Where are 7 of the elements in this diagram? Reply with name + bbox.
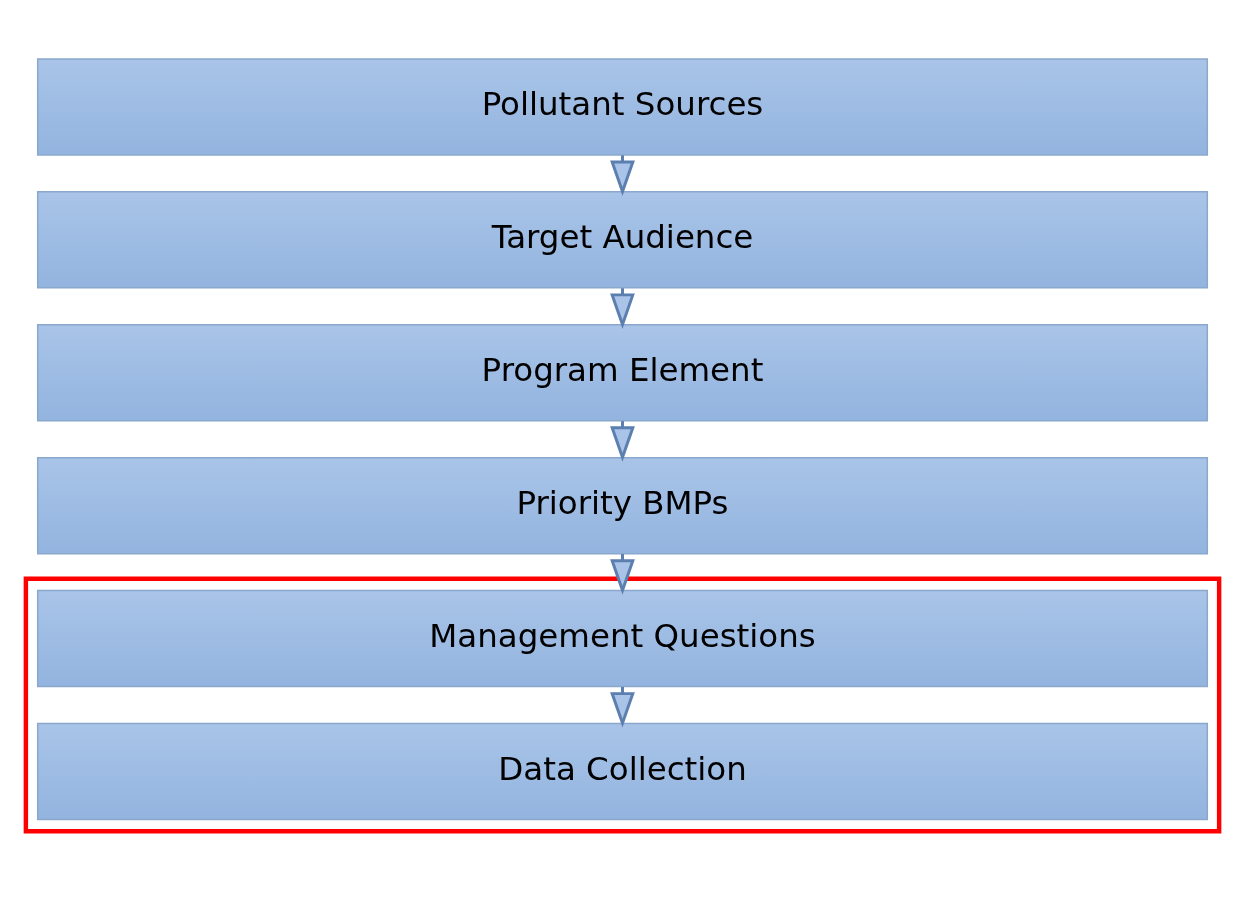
node-box: Priority BMPs xyxy=(36,456,1209,554)
node-box: Data Collection xyxy=(36,722,1209,820)
cluster xyxy=(23,576,1222,833)
node-box: Target Audience xyxy=(36,190,1209,289)
node-box: Management Questions xyxy=(36,589,1209,687)
node-box: Pollutant Sources xyxy=(36,57,1209,156)
node-box: Program Element xyxy=(36,323,1209,421)
